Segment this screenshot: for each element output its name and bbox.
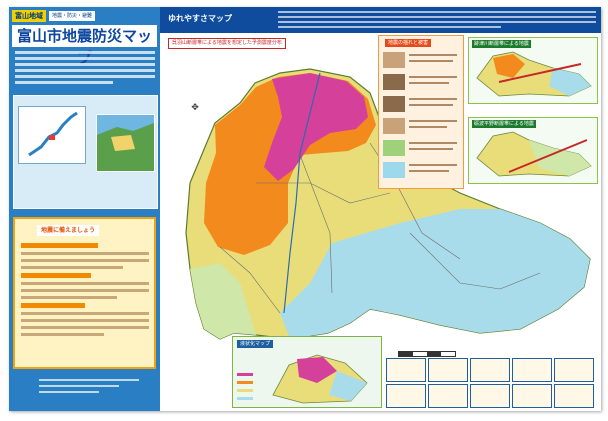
notice-text-block [21, 243, 149, 340]
tip-panel [512, 358, 552, 382]
house-icon [383, 52, 405, 68]
info-card-title: 地震の揺れと被害 [385, 39, 432, 47]
fault-scenario-thumb: 砺波平野断層帯による地震 [468, 117, 598, 184]
tip-panel [470, 358, 510, 382]
thumb-caption: 砺波平野断層帯による地震 [472, 120, 536, 128]
scale-bar [398, 351, 456, 357]
house-icon [383, 162, 405, 178]
tip-panel [386, 358, 426, 382]
inset-title: 液状化マップ [237, 340, 274, 348]
location-inset-panel [13, 95, 158, 209]
compass-icon: ✥ [191, 103, 199, 113]
zone-shindo-5-weak [190, 263, 256, 339]
house-icon [383, 74, 405, 90]
publisher-footer [39, 379, 139, 397]
zone-shindo-7 [264, 73, 368, 181]
page-title: 富山市地震防災マップ [12, 25, 157, 67]
fault-scenario-thumb: 跡津川断層帯による地震 [468, 37, 598, 104]
zone-shindo-5-strong [280, 209, 590, 339]
header-bar: ゆれやすさマップ [160, 7, 601, 33]
hazard-map-panel: 呉羽山断層帯による地震を想定した予測震度分布 ✥ 地震の揺れと被害 [160, 33, 601, 411]
tip-panel [428, 358, 468, 382]
house-icon [383, 118, 405, 134]
japan-outline-icon [28, 111, 78, 157]
map-section-title: ゆれやすさマップ [168, 14, 232, 23]
series-subtitle: 地震・防災・避難 [49, 11, 96, 21]
seismic-intensity-map [185, 68, 591, 340]
thumb-caption: 跡津川断層帯による地震 [472, 40, 531, 48]
disaster-map-sheet: 富山地域 地震・防災・避難 富山市地震防災マップ 地震に備えましょう [9, 7, 601, 411]
preparedness-notice: 地震に備えましょう [13, 217, 156, 369]
tip-panel [428, 384, 468, 408]
tip-panel [554, 358, 594, 382]
house-icon [383, 96, 405, 112]
house-icon [383, 140, 405, 156]
notice-title: 地震に備えましょう [37, 225, 100, 236]
japan-location-map [18, 106, 86, 164]
intro-text-block [15, 51, 155, 87]
tip-panel [512, 384, 552, 408]
tip-panel [386, 384, 426, 408]
tip-panel [470, 384, 510, 408]
damage-info-card: 地震の揺れと被害 [378, 35, 464, 189]
safety-tips-strip [386, 358, 598, 408]
river-line [283, 72, 321, 314]
map-caption: 呉羽山断層帯による地震を想定した予測震度分布 [168, 38, 286, 49]
prefecture-relief-map [96, 114, 155, 172]
header-description [278, 11, 596, 31]
tip-panel [554, 384, 594, 408]
left-column: 富山地域 地震・防災・避難 富山市地震防災マップ 地震に備えましょう [9, 7, 160, 411]
series-tag: 富山地域 [12, 10, 46, 22]
liquefaction-inset: 液状化マップ [232, 336, 382, 408]
